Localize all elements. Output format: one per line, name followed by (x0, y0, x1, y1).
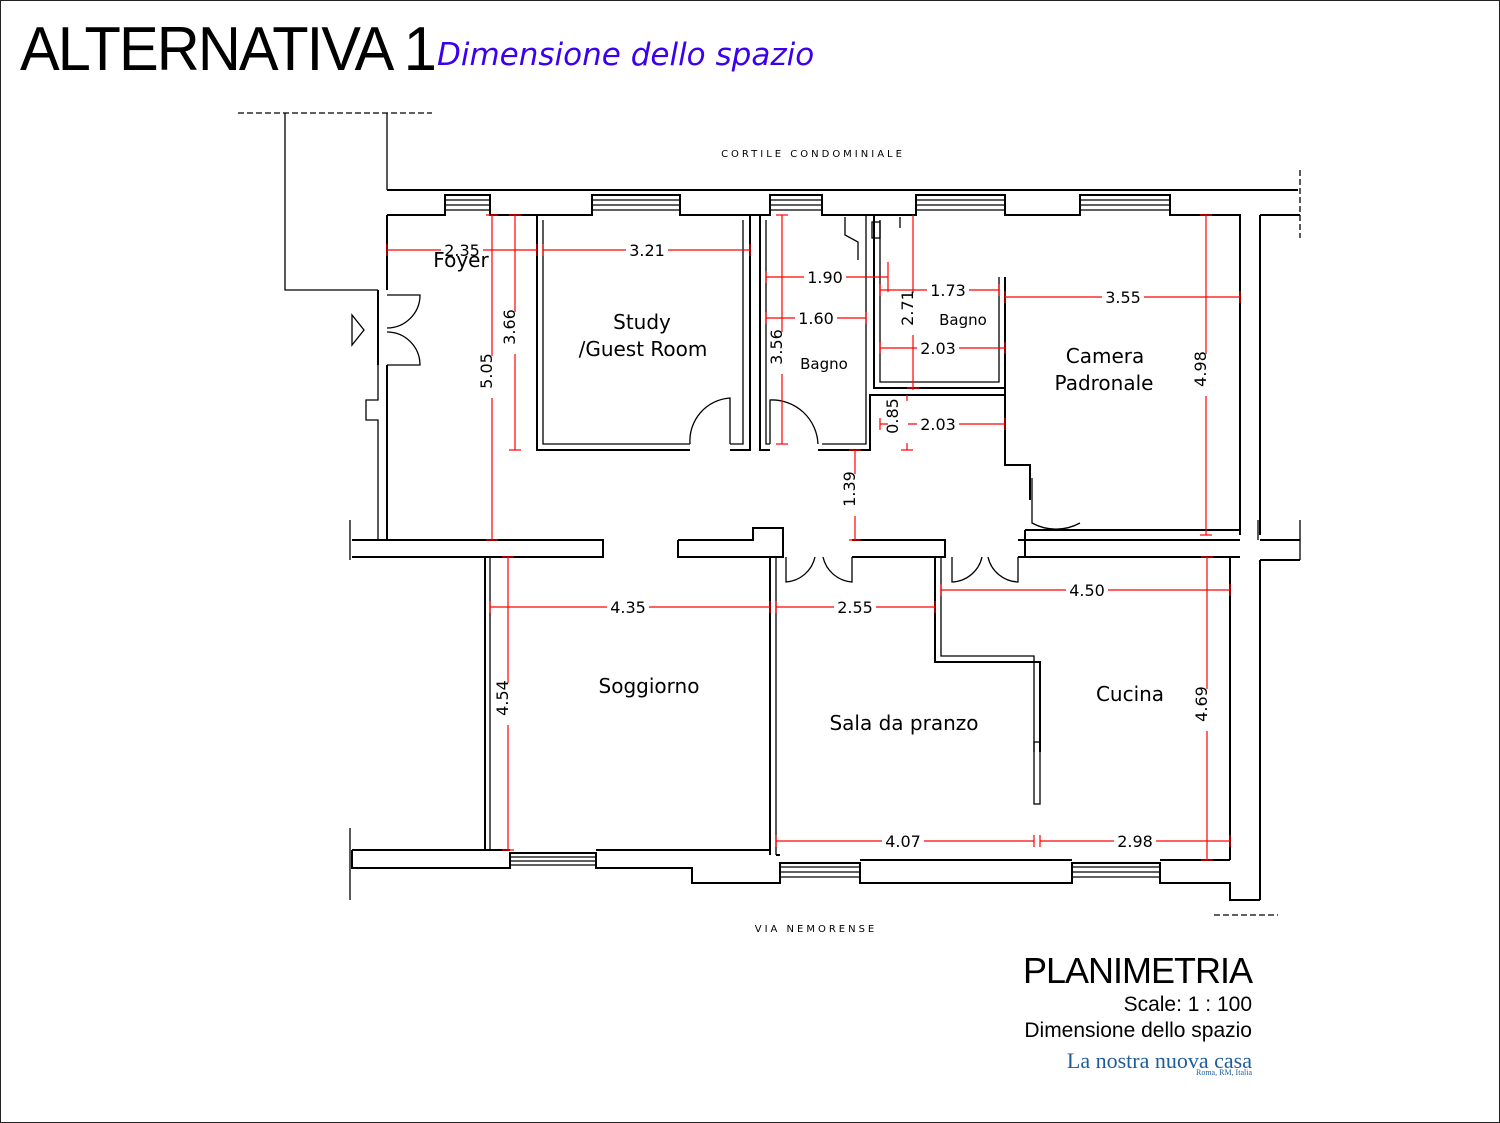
room-label-bagno-right: Bagno (939, 311, 987, 329)
dim-bagno-left-mid: 1.60 (798, 309, 834, 328)
room-label-foyer: Foyer (433, 248, 489, 272)
title-block-brand: La nostra nuova casa (1066, 1048, 1252, 1073)
room-label-guest-room: /Guest Room (579, 337, 708, 361)
room-label-study: Study (613, 310, 671, 334)
dim-foyer-height: 5.05 (477, 353, 496, 389)
dim-closet-height: 0.85 (883, 398, 902, 434)
dim-sala-bottom: 4.07 (885, 832, 921, 851)
dim-camera-width: 3.55 (1105, 288, 1141, 307)
street-label-bottom: VIA NEMORENSE (755, 924, 878, 935)
room-label-sala: Sala da pranzo (829, 711, 978, 735)
room-label-soggiorno: Soggiorno (599, 674, 700, 698)
dim-study-width: 3.21 (629, 241, 665, 260)
title-block-title: PLANIMETRIA (1022, 950, 1253, 991)
page-subtitle: Dimensione dello spazio (437, 37, 815, 73)
dim-foyer-width: 2.35 (444, 241, 480, 260)
street-label-top: CORTILE CONDOMINIALE (721, 149, 905, 160)
dim-bagno-right-top: 1.73 (930, 281, 966, 300)
title-block-location: Roma, RM, Italia (1196, 1068, 1252, 1077)
room-label-camera: Camera (1066, 344, 1145, 368)
dimension-labels: 2.35 3.21 1.90 1.73 3.55 1.60 2.03 2.03 … (441, 240, 1217, 851)
dim-sala-width: 2.55 (837, 598, 873, 617)
page-title: ALTERNATIVA 1 (20, 15, 437, 84)
dim-closet-width: 2.03 (920, 415, 956, 434)
dim-cucina-width: 4.50 (1069, 581, 1105, 600)
title-block: PLANIMETRIA Scale: 1 : 100 Dimensione de… (1022, 950, 1253, 1077)
dim-bagno-left-top: 1.90 (807, 268, 843, 287)
title-block-scale: Scale: 1 : 100 (1123, 993, 1252, 1016)
doors (386, 294, 1081, 583)
title-block-subtitle: Dimensione dello spazio (1024, 1019, 1252, 1042)
dim-bagno-right-width: 2.03 (920, 339, 956, 358)
dim-study-height: 3.66 (500, 309, 519, 345)
room-label-bagno-left: Bagno (800, 355, 848, 373)
room-label-cucina: Cucina (1096, 682, 1164, 706)
dim-soggiorno-height: 4.54 (493, 680, 512, 716)
dim-bagno-right-height: 2.71 (898, 290, 917, 326)
dim-cucina-bottom: 2.98 (1117, 832, 1153, 851)
room-label-padronale: Padronale (1055, 371, 1154, 395)
dim-bagno-left-height: 3.56 (767, 329, 786, 365)
dim-camera-height: 4.98 (1191, 351, 1210, 387)
dim-cucina-height: 4.69 (1192, 686, 1211, 722)
walls (238, 112, 1301, 916)
dim-soggiorno-width: 4.35 (610, 598, 646, 617)
dim-corridor-height: 1.39 (840, 471, 859, 507)
